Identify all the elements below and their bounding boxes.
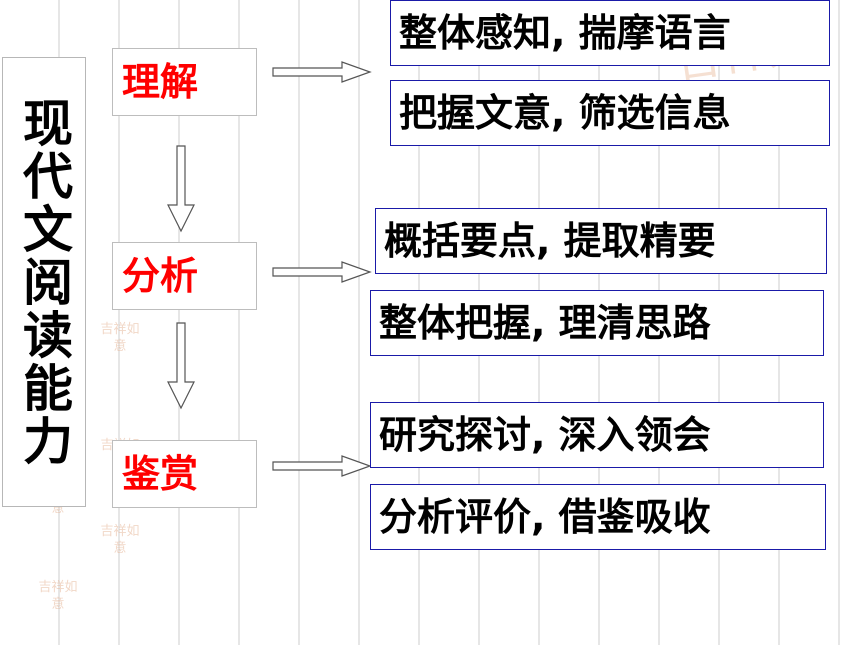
stage-box-understand: 理解 (112, 48, 257, 116)
step-label-2: 把握文意, 筛选信息 (399, 91, 731, 135)
step-label-4: 整体把握, 理清思路 (379, 301, 711, 345)
stage-label-appreciate: 鉴赏 (122, 452, 199, 496)
step-box-5: 研究探讨, 深入领会 (370, 402, 824, 468)
stage-label-understand: 理解 (122, 60, 199, 104)
seal-watermark-6: 吉祥如意 (38, 576, 78, 616)
seal-watermark-6-text: 吉祥如意 (38, 580, 78, 612)
down-arrow-2-icon (167, 322, 195, 410)
right-arrow-1-icon (272, 61, 372, 83)
step-label-1: 整体感知, 揣摩语言 (399, 11, 731, 55)
title-box: 现代文阅读能力 (2, 57, 86, 507)
stage-label-analyze: 分析 (122, 254, 199, 298)
seal-watermark-3: 吉祥如意 (100, 520, 140, 560)
seal-watermark-1: 吉祥如意 (100, 318, 140, 358)
down-arrow-1-icon (167, 145, 195, 233)
step-label-3: 概括要点, 提取精要 (384, 219, 716, 263)
seal-watermark-1-text: 吉祥如意 (100, 322, 140, 354)
seal-watermark-3-text: 吉祥如意 (100, 524, 140, 556)
step-box-6: 分析评价, 借鉴吸收 (370, 484, 826, 550)
step-box-3: 概括要点, 提取精要 (375, 208, 827, 274)
right-arrow-2-icon (272, 261, 372, 283)
diagram-title: 现代文阅读能力 (15, 96, 73, 468)
step-box-1: 整体感知, 揣摩语言 (390, 0, 830, 66)
step-box-4: 整体把握, 理清思路 (370, 290, 824, 356)
stage-box-appreciate: 鉴赏 (112, 440, 257, 508)
step-label-5: 研究探讨, 深入领会 (379, 413, 711, 457)
right-arrow-3-icon (272, 455, 372, 477)
stage-box-analyze: 分析 (112, 242, 257, 310)
step-box-2: 把握文意, 筛选信息 (390, 80, 830, 146)
step-label-6: 分析评价, 借鉴吸收 (379, 495, 711, 539)
